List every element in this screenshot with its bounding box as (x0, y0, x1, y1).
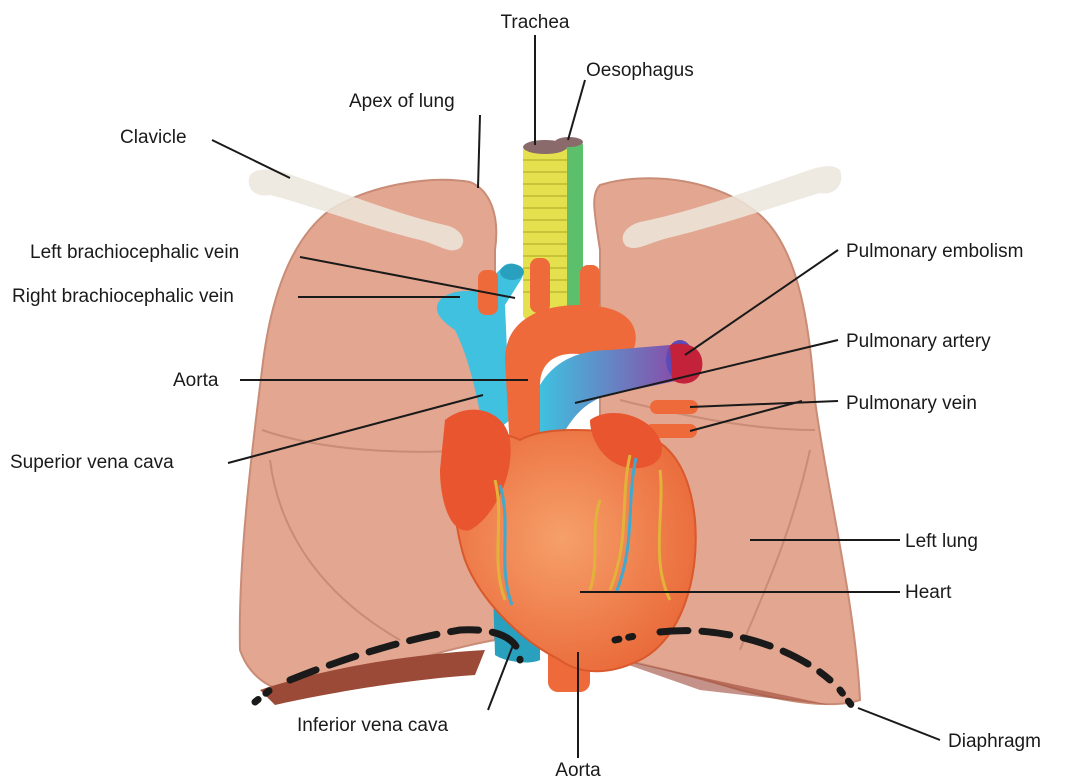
label-superior-vena-cava: Superior vena cava (10, 452, 174, 473)
label-inferior-vena-cava: Inferior vena cava (297, 715, 448, 736)
label-clavicle: Clavicle (120, 127, 187, 148)
label-trachea: Trachea (501, 12, 570, 33)
label-left-brachiocephalic-vein: Left brachiocephalic vein (30, 242, 239, 263)
label-aorta-lower: Aorta (555, 760, 601, 780)
label-diaphragm: Diaphragm (948, 731, 1041, 752)
label-oesophagus: Oesophagus (586, 60, 694, 81)
label-heart: Heart (905, 582, 952, 603)
label-left-lung: Left lung (905, 531, 978, 552)
label-right-brachiocephalic-vein: Right brachiocephalic vein (12, 286, 234, 307)
label-aorta-upper: Aorta (173, 370, 219, 391)
label-pulmonary-embolism: Pulmonary embolism (846, 241, 1023, 262)
label-apex-of-lung: Apex of lung (349, 91, 455, 112)
label-pulmonary-artery: Pulmonary artery (846, 331, 991, 352)
label-pulmonary-vein: Pulmonary vein (846, 393, 977, 414)
